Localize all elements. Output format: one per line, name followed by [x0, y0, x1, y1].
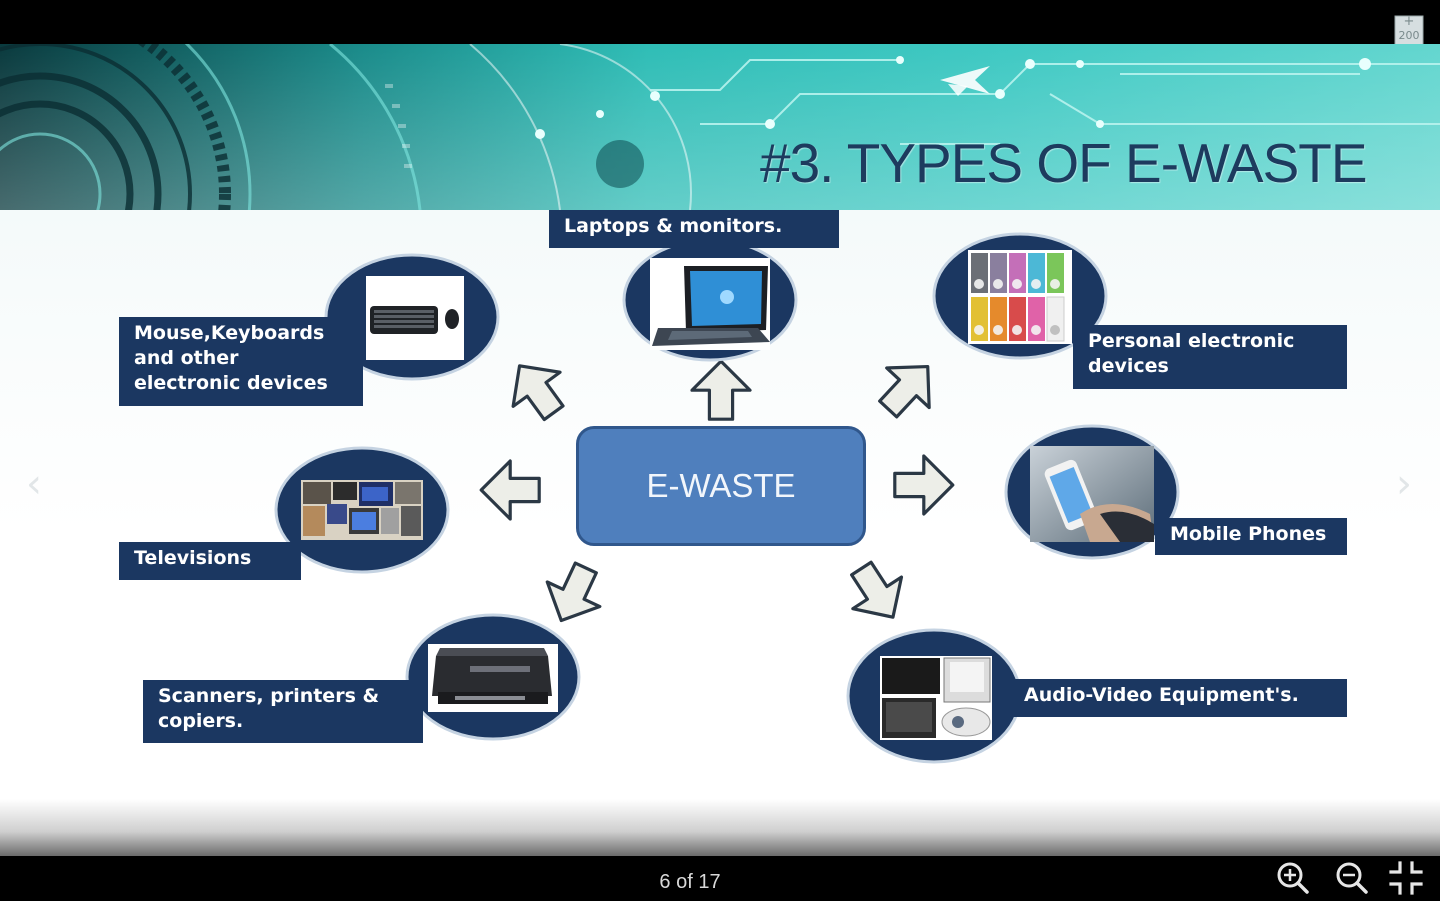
arrow-down-right [850, 560, 904, 619]
mobile-phones-label: Mobile Phones [1155, 518, 1347, 555]
printer-icon [428, 644, 558, 712]
audio-video-icon [880, 656, 992, 740]
zoom-out-button[interactable] [1331, 860, 1371, 896]
zoom-out-icon [1336, 862, 1368, 894]
page-indicator: 6 of 17 [659, 871, 721, 893]
slide-canvas: #3. TYPES OF E-WASTE [0, 44, 1440, 856]
laptops-monitors-label: Laptops & monitors. [549, 210, 839, 248]
arrow-right [893, 454, 955, 516]
arrow-up-left [511, 364, 565, 422]
zoom-in-button[interactable] [1272, 860, 1312, 896]
tech-banner-image [0, 44, 1440, 210]
e-waste-diagram [274, 232, 1180, 764]
arrow-down-left [545, 561, 602, 623]
zoom-in-icon [1277, 862, 1309, 894]
previous-slide-arrow[interactable]: ‹ [26, 461, 42, 507]
keyboard-mouse-icon [366, 276, 464, 360]
televisions-icon [301, 480, 423, 540]
scanners-printers-label: Scanners, printers & copiers. [143, 680, 423, 743]
mobile-phone-icon [1030, 446, 1154, 542]
exit-fullscreen-button[interactable] [1388, 860, 1428, 896]
music-players-icon [968, 250, 1072, 344]
viewer-bottom-bar: 6 of 17 [0, 856, 1440, 900]
mouse-keyboards-label: Mouse,Keyboards and other electronic dev… [119, 317, 363, 406]
personal-electronic-devices-label: Personal electronic devices [1073, 325, 1347, 389]
exit-fullscreen-icon [1389, 861, 1423, 895]
arrow-up-right [878, 364, 931, 419]
arrow-up [690, 359, 752, 421]
e-waste-center-box: E-WASTE [576, 426, 866, 546]
arrow-left [479, 459, 541, 521]
viewer-top-bar: + 200 [0, 0, 1440, 59]
slide-title: #3. TYPES OF E-WASTE [760, 132, 1368, 194]
audio-video-label: Audio-Video Equipment's. [1009, 679, 1347, 717]
televisions-label: Televisions [119, 542, 301, 580]
bookmark-plus-label: + [1403, 14, 1415, 29]
next-slide-arrow[interactable]: › [1396, 461, 1412, 507]
bookmark-count: 200 [1398, 29, 1420, 42]
laptop-icon [650, 258, 770, 350]
